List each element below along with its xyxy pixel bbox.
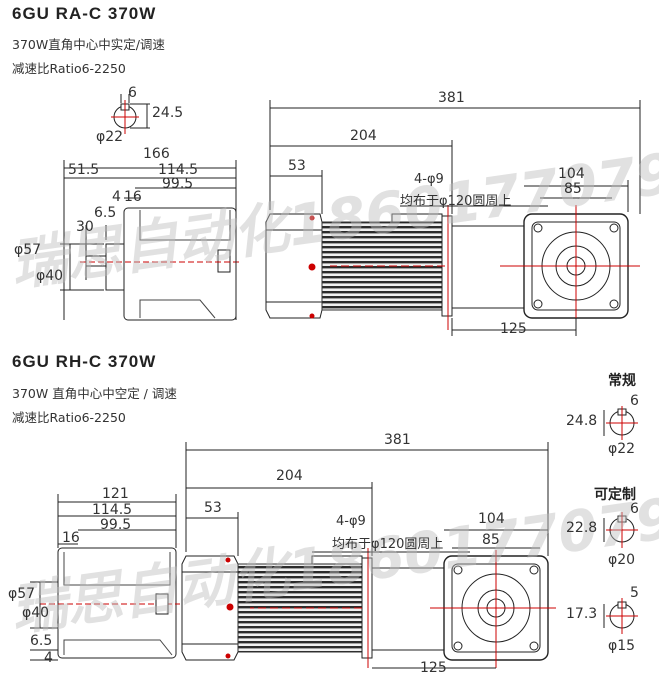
top-desc-line2: 减速比Ratio6-2250 — [12, 61, 126, 76]
bottom-desc-line2: 减速比Ratio6-2250 — [12, 410, 126, 425]
bottom-front-view — [181, 442, 556, 669]
top-shaft-section — [111, 94, 150, 134]
top-model-title: 6GU RA-C 370W — [12, 4, 157, 23]
top-dim-51-5: 51.5 — [68, 162, 100, 178]
top-dim-85: 85 — [564, 181, 582, 197]
top-shaft-key-width: 6 — [128, 85, 137, 101]
bottom-dim-16: 16 — [62, 530, 80, 546]
top-hole-spec: 4-φ9 — [414, 172, 444, 187]
bottom-dim-85: 85 — [482, 532, 500, 548]
top-dim-phi40: φ40 — [36, 268, 64, 284]
bottom-dim-381: 381 — [384, 432, 411, 448]
bottom-dim-204: 204 — [276, 468, 303, 484]
top-dim-30: 30 — [76, 219, 94, 235]
top-dim-4: 4 — [112, 189, 121, 205]
bore-custom-15 — [603, 598, 638, 634]
bottom-dim-104: 104 — [478, 511, 505, 527]
bottom-model-title: 6GU RH-C 370W — [12, 352, 157, 371]
bore-custom15-key: 5 — [630, 585, 639, 601]
top-front-view — [265, 100, 641, 336]
bore-custom20-key: 6 — [630, 501, 639, 517]
bore-custom15-diameter: φ15 — [608, 638, 636, 654]
bottom-dim-phi57: φ57 — [8, 586, 36, 602]
bore-regular-key: 6 — [630, 393, 639, 409]
bottom-dim-121: 121 — [102, 486, 129, 502]
bottom-desc-line1: 370W 直角中心中空定 / 调速 — [12, 386, 177, 401]
top-dim-125: 125 — [500, 321, 527, 337]
bottom-dim-4: 4 — [44, 650, 53, 666]
top-dim-166: 166 — [143, 146, 170, 162]
bottom-side-view — [30, 494, 180, 661]
bottom-hole-spec: 4-φ9 — [336, 514, 366, 529]
top-dim-phi57: φ57 — [14, 242, 42, 258]
bore-custom-title: 可定制 — [594, 487, 636, 503]
bore-regular-diameter: φ22 — [608, 441, 636, 457]
bottom-dim-phi40: φ40 — [22, 605, 50, 621]
top-dim-16: 16 — [124, 189, 142, 205]
bore-regular — [603, 406, 638, 440]
top-dim-6-5: 6.5 — [94, 205, 117, 221]
top-desc-line1: 370W直角中心中实定/调速 — [12, 37, 165, 52]
bore-custom20-height: 22.8 — [566, 520, 598, 536]
bottom-dim-99-5: 99.5 — [100, 517, 132, 533]
bore-custom-20 — [603, 512, 638, 548]
top-dim-53: 53 — [288, 158, 306, 174]
bore-custom20-diameter: φ20 — [608, 552, 636, 568]
top-shaft-diameter: φ22 — [96, 129, 124, 145]
top-dim-204: 204 — [350, 128, 377, 144]
bore-regular-title: 常规 — [608, 373, 636, 389]
top-dim-99-5: 99.5 — [162, 176, 194, 192]
bottom-hole-note: 均布于φ120圆周上 — [332, 537, 444, 552]
top-side-view — [60, 160, 240, 321]
bore-regular-height: 24.8 — [566, 413, 598, 429]
top-dim-381: 381 — [438, 90, 465, 106]
bottom-dim-125: 125 — [420, 660, 447, 676]
top-dim-104: 104 — [558, 166, 585, 182]
top-shaft-height: 24.5 — [152, 105, 184, 121]
top-hole-note: 均布于φ120圆周上 — [400, 194, 512, 209]
bottom-dim-114-5: 114.5 — [92, 502, 133, 518]
bore-custom15-height: 17.3 — [566, 606, 598, 622]
bottom-dim-6-5: 6.5 — [30, 633, 53, 649]
top-dim-114-5: 114.5 — [158, 162, 199, 178]
bottom-dim-53: 53 — [204, 500, 222, 516]
